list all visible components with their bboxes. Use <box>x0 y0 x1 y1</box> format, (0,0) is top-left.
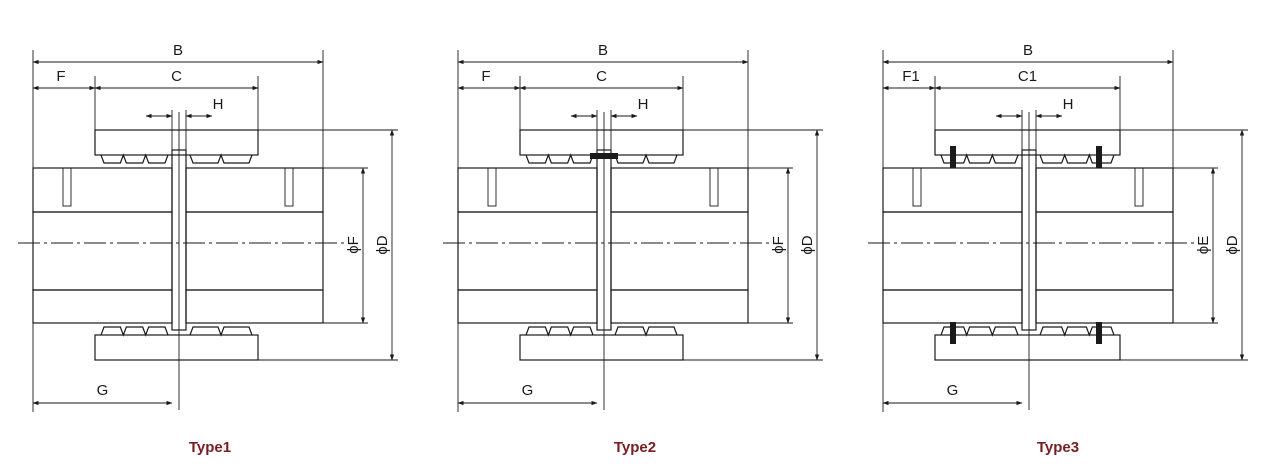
label-phif: ϕF <box>770 236 787 254</box>
hub-left-groove <box>912 167 922 207</box>
sleeve-bottom <box>934 334 1121 361</box>
coupling-diagram-type3: B F1 C1H GϕE ϕD Type3 <box>868 42 1248 456</box>
hub-right-bore <box>1035 211 1174 291</box>
hub-left-lower <box>457 289 598 324</box>
hub-left-lower <box>32 289 173 324</box>
retainer-right-bottom <box>1096 322 1102 344</box>
hub-left-upper <box>32 167 173 213</box>
sleeve-bottom <box>94 334 259 361</box>
retainer-left-top <box>950 146 956 168</box>
hub-left-bore <box>457 211 598 291</box>
gear-teeth-bottom <box>100 326 253 337</box>
label-h: H <box>213 96 224 113</box>
gear-teeth-top <box>940 153 1115 164</box>
hub-left-upper <box>457 167 598 213</box>
label-g: G <box>522 382 534 399</box>
gear-teeth-top <box>100 153 253 164</box>
hub-left-groove <box>62 167 72 207</box>
label-c: C <box>596 68 607 85</box>
label-h: H <box>1063 96 1074 113</box>
label-c: C <box>171 68 182 85</box>
hub-right-lower <box>610 289 749 324</box>
hub-right-upper <box>1035 167 1174 213</box>
hub-right-lower <box>185 289 324 324</box>
gear-teeth-bottom <box>940 326 1115 337</box>
label-g: G <box>947 382 959 399</box>
sleeve-top <box>519 129 684 156</box>
label-phif: ϕE <box>1195 236 1212 254</box>
sleeve-top <box>94 129 259 156</box>
hub-right-bore <box>185 211 324 291</box>
coupling-diagram-type1: B F C H GϕF ϕD Type1 <box>18 42 398 456</box>
hub-left-bore <box>32 211 173 291</box>
hub-left-bore <box>882 211 1023 291</box>
hub-right-lower <box>1035 289 1174 324</box>
retainer-left-bottom <box>950 322 956 344</box>
label-f: F1 <box>902 68 920 85</box>
sleeve-bottom <box>519 334 684 361</box>
label-phid: ϕD <box>374 235 391 254</box>
hub-right-upper <box>610 167 749 213</box>
label-phif: ϕF <box>345 236 362 254</box>
gear-teeth-bottom <box>525 326 678 337</box>
label-h: H <box>638 96 649 113</box>
sleeve-top <box>934 129 1121 156</box>
hub-right-upper <box>185 167 324 213</box>
label-b: B <box>173 42 183 59</box>
caption-type1: Type1 <box>189 439 231 456</box>
caption-type3: Type3 <box>1037 439 1079 456</box>
hub-right-groove <box>284 167 294 207</box>
hub-left-lower <box>882 289 1023 324</box>
label-b: B <box>1023 42 1033 59</box>
hub-left-upper <box>882 167 1023 213</box>
gear-teeth-top <box>525 153 678 164</box>
retainer-right-top <box>1096 146 1102 168</box>
label-g: G <box>97 382 109 399</box>
label-phid: ϕD <box>1224 235 1241 254</box>
hub-right-groove <box>709 167 719 207</box>
label-phid: ϕD <box>799 235 816 254</box>
caption-type2: Type2 <box>614 439 656 456</box>
hub-right-groove <box>1134 167 1144 207</box>
coupling-diagram-type2: B F C H GϕF ϕD Type2 <box>443 42 823 456</box>
label-f: F <box>56 68 65 85</box>
label-b: B <box>598 42 608 59</box>
label-c: C1 <box>1018 68 1037 85</box>
hub-right-bore <box>610 211 749 291</box>
hub-left-groove <box>487 167 497 207</box>
label-f: F <box>481 68 490 85</box>
